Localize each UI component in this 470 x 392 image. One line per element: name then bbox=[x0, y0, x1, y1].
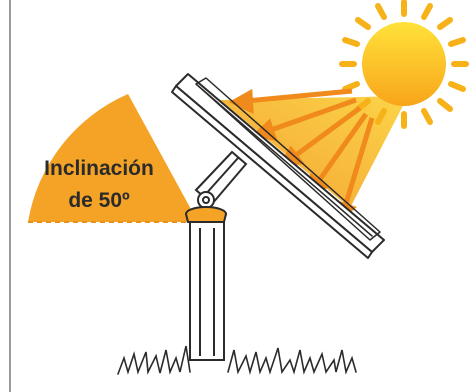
frame-left-border bbox=[9, 0, 11, 392]
pivot-cap bbox=[185, 206, 227, 223]
grass bbox=[117, 345, 357, 376]
ray-arrow bbox=[313, 112, 369, 187]
ray-arrow bbox=[245, 88, 353, 104]
ray-arrow bbox=[267, 97, 357, 134]
ray-arrow bbox=[341, 117, 375, 211]
mount-arm bbox=[194, 150, 248, 209]
support-pole bbox=[189, 221, 225, 361]
sun-icon bbox=[339, 0, 469, 129]
tilt-label-line1: Inclinación bbox=[44, 157, 154, 180]
tilt-angle-sector bbox=[28, 94, 198, 222]
ray-arrow bbox=[290, 105, 362, 161]
tilt-label-line2: de 50º bbox=[68, 189, 130, 212]
solar-panel bbox=[171, 73, 385, 259]
ray-arrow-head bbox=[228, 88, 254, 115]
